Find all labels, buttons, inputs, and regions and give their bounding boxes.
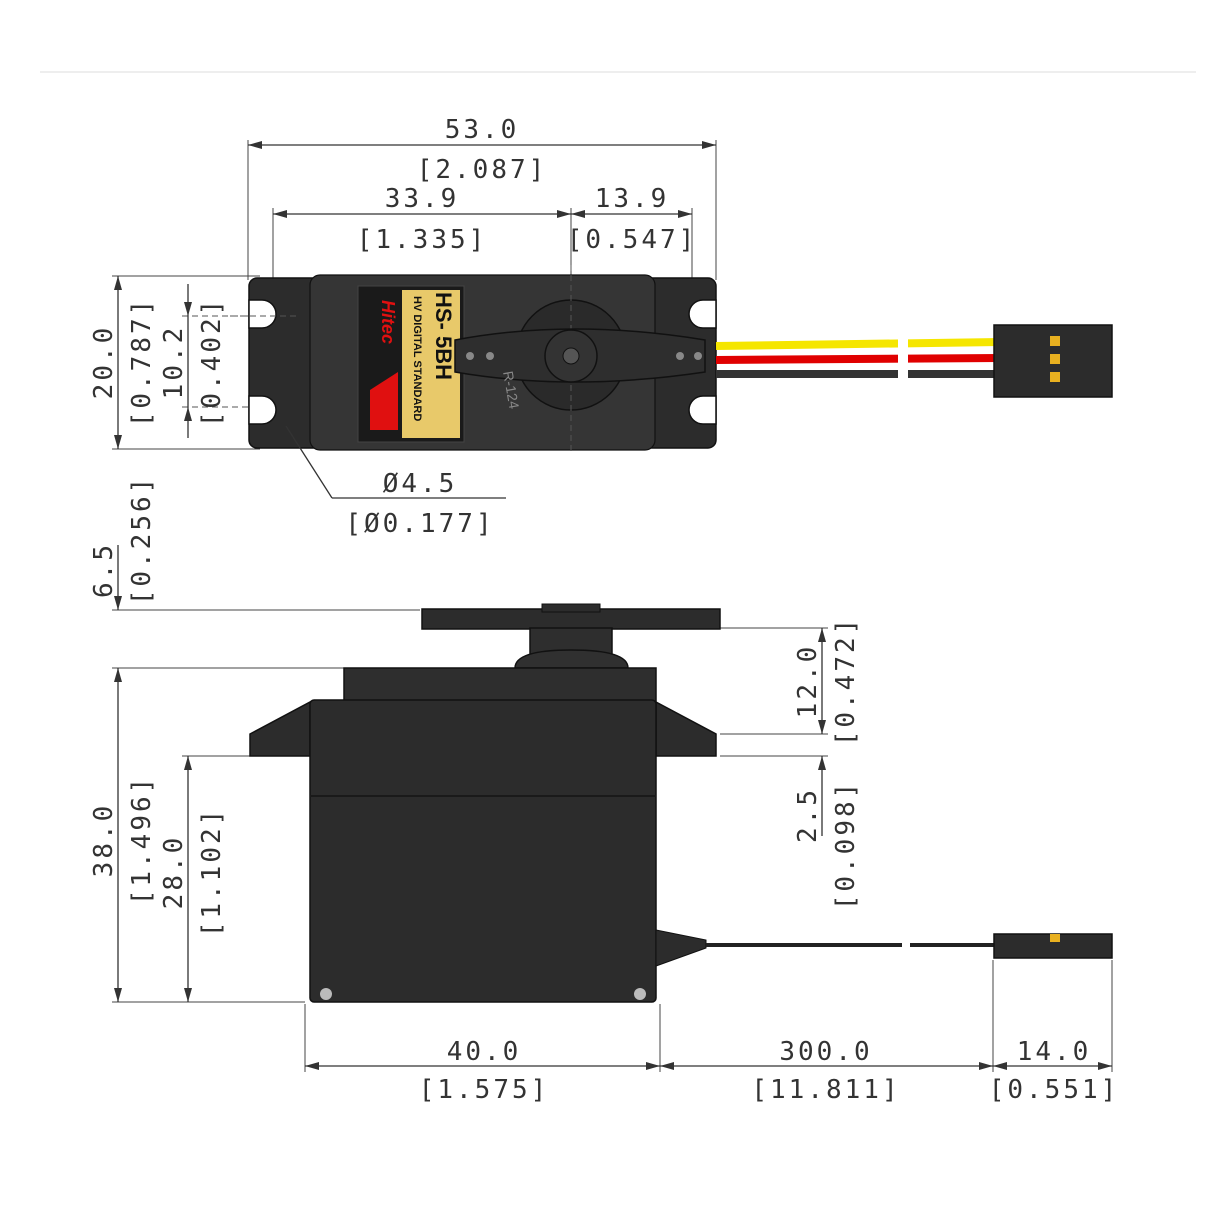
brand-mark-icon [370,372,398,430]
servo-wires [715,336,1001,380]
dim-overall-length-in: [2.087] [417,155,548,185]
servo-connector [993,324,1113,398]
product-label: HS- 5BH HV DIGITAL STANDARD Hitec [357,285,465,443]
dim-cable-length: 300.0 [779,1037,872,1067]
side-body [309,699,657,1003]
dim-width: 20.0 [89,325,119,400]
label-sub: HV DIGITAL STANDARD [411,296,423,421]
dim-height-to-flange: 28.0 [159,835,189,910]
hole-leader [285,425,333,499]
horn-part-number: R-124 [500,370,522,411]
dim-hole-to-shaft-in: [1.335] [357,225,488,255]
side-top-cap [343,667,657,703]
dim-hole-spacing: 10.2 [159,325,189,400]
dim-cable-length-in: [11.811] [751,1075,900,1105]
dim-flange-thickness: 2.5 [793,787,823,843]
dim-hole-spacing-in: [0.402] [197,297,227,428]
dim-body-length-in: [1.575] [419,1075,550,1105]
dim-width-in: [0.787] [127,297,157,428]
side-view: 6.5 [0.256] 38.0 [1.496] 28.0 [1.102] 12… [89,475,1120,1105]
dim-connector-length-in: [0.551] [989,1075,1120,1105]
dim-flange-to-horn-in: [0.472] [831,616,861,747]
dim-hole-to-shaft: 33.9 [385,184,460,214]
dim-connector-length: 14.0 [1017,1037,1092,1067]
side-flange-left [249,700,311,757]
side-flange-right [655,700,717,757]
dim-height-to-flange-in: [1.102] [197,807,227,938]
label-model: HS- 5BH [431,292,456,380]
dim-total-height-in: [1.496] [127,775,157,906]
dim-flange-to-horn: 12.0 [793,644,823,719]
dim-hole-diameter: Ø4.5 [383,469,458,499]
top-view: 53.0 [2.087] 33.9 [1.335] 13.9 [0.547] 2… [89,115,1113,539]
dim-horn-thickness: 6.5 [89,542,119,598]
dim-body-length: 40.0 [447,1037,522,1067]
dim-overall-length: 53.0 [445,115,520,145]
servo-horn: R-124 [454,328,706,411]
dim-flange-thickness-in: [0.098] [831,780,861,911]
brand-logo: Hitec [378,300,398,344]
dim-horn-thickness-in: [0.256] [127,475,157,606]
dim-total-height: 38.0 [89,803,119,878]
dim-hole-diameter-in: [Ø0.177] [345,509,494,539]
dim-shaft-to-hole: 13.9 [595,184,670,214]
cable-boot [655,929,707,967]
mounting-holes [248,299,717,425]
dim-shaft-to-hole-in: [0.547] [567,225,698,255]
